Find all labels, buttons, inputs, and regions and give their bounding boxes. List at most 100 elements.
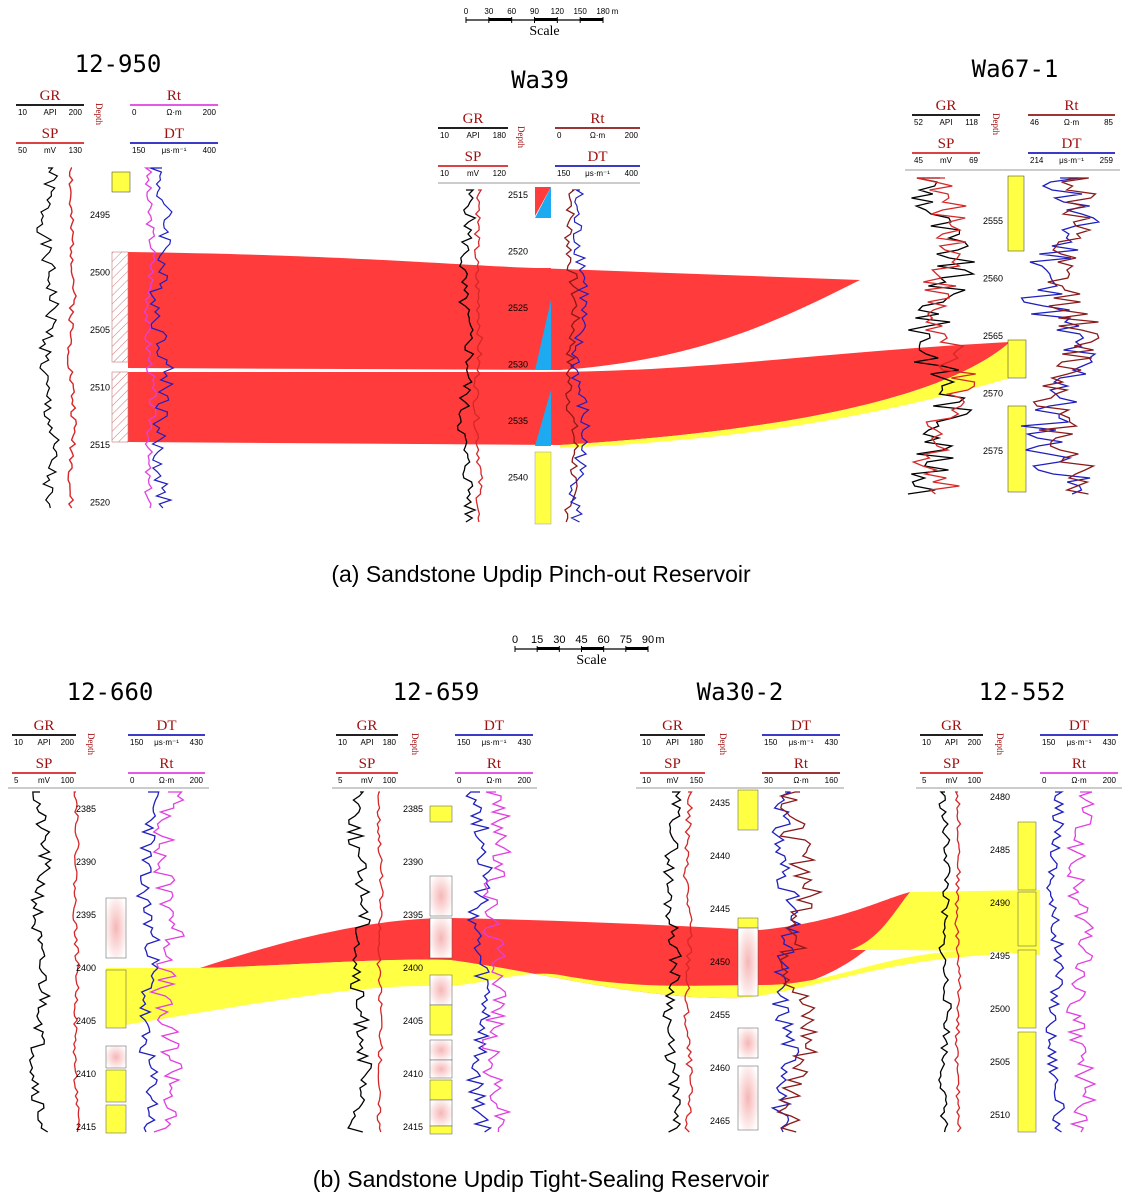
scale-unit: API [666, 738, 679, 747]
water-layer-box [1017, 821, 1037, 891]
curve-title: DT [791, 718, 811, 734]
water-layer-box [429, 805, 453, 823]
dry-triangle [535, 300, 551, 370]
scale-unit: API [945, 738, 958, 747]
scale-bar-segment [488, 18, 512, 21]
depth-tick: 2445 [710, 904, 730, 914]
depth-tick: 2440 [710, 851, 730, 861]
scale-min: 150 [557, 169, 571, 178]
water-layer-box [429, 1004, 453, 1036]
gr-curve [36, 167, 60, 509]
scale-max: 200 [1103, 776, 1117, 785]
curve-title: DT [1062, 136, 1082, 152]
well-name: Wa30-2 [697, 678, 784, 706]
depth-tick: 2515 [90, 440, 110, 450]
curve-title: GR [941, 718, 962, 734]
rt-curve [563, 189, 581, 523]
scale-tick-label: m [612, 7, 619, 16]
scale-max: 400 [203, 146, 217, 155]
scale-min: 45 [914, 156, 923, 165]
scale-unit: Ω·m [1071, 776, 1087, 785]
depth-tick: 2465 [710, 1116, 730, 1126]
tight-layer-box [429, 1059, 453, 1079]
well-name: 12-659 [393, 678, 480, 706]
curve-title: GR [936, 98, 957, 114]
depth-tick: 2500 [990, 1004, 1010, 1014]
scale-min: 0 [557, 131, 562, 140]
curve-title: GR [40, 88, 61, 104]
scale-max: 180 [690, 738, 704, 747]
scale-tick-label: 45 [575, 634, 587, 646]
curve-title: Rt [159, 756, 174, 772]
gr-curve [662, 791, 683, 1133]
curve-title: Rt [794, 756, 809, 772]
depth-tick: 2575 [983, 446, 1003, 456]
curve-title: SP [938, 136, 955, 152]
scale-min: 5 [14, 776, 19, 785]
scale-bar-segment [625, 647, 648, 650]
scale-min: 10 [18, 108, 27, 117]
curve-title: GR [662, 718, 683, 734]
curve-title: SP [36, 756, 53, 772]
water-layer-box [1017, 949, 1037, 1029]
scale-unit: Ω·m [1064, 118, 1080, 127]
scale-unit: μs·m⁻¹ [789, 738, 814, 747]
depth-tick: 2490 [990, 898, 1010, 908]
curve-title: GR [463, 111, 484, 127]
dt-curve [1020, 177, 1101, 495]
scale-min: 5 [922, 776, 927, 785]
scale-unit: mV [946, 776, 959, 785]
curve-title: SP [943, 756, 960, 772]
scale-unit: Ω·m [486, 776, 502, 785]
sp-curve [376, 791, 384, 1133]
scale-unit: μs·m⁻¹ [1059, 156, 1084, 165]
scale-max: 200 [518, 776, 532, 785]
depth-tick: 2395 [403, 910, 423, 920]
dt-curve [1045, 791, 1065, 1133]
scale-unit: API [38, 738, 51, 747]
sp-curve [66, 167, 78, 509]
scale-unit: mV [667, 776, 680, 785]
scale-tick-label: 90 [530, 7, 539, 16]
curve-title: DT [1069, 718, 1089, 734]
scale-label: Scale [576, 653, 606, 668]
depth-tick: 2565 [983, 331, 1003, 341]
scale-max: 200 [625, 131, 639, 140]
depth-tick: 2535 [508, 416, 528, 426]
depth-tick: 2390 [403, 857, 423, 867]
oil-layer-upper [200, 892, 910, 999]
scale-min: 0 [132, 108, 137, 117]
depth-tick: 2400 [76, 963, 96, 973]
scale-min: 150 [764, 738, 778, 747]
depth-tick: 2415 [76, 1122, 96, 1132]
rt-curve [481, 791, 513, 1133]
scale-max: 200 [61, 738, 75, 747]
depth-tick: 2480 [990, 792, 1010, 802]
curve-title: GR [34, 718, 55, 734]
water-layer-box [1007, 405, 1027, 493]
scale-unit: mV [361, 776, 374, 785]
sp-curve [911, 177, 976, 495]
depth-label: Depth [718, 733, 728, 755]
depth-tick: 2540 [508, 473, 528, 483]
scale-bar-segment [581, 647, 604, 650]
scale-max: 430 [825, 738, 839, 747]
oil-layer-lower [128, 342, 1010, 445]
scale-bar-segment [580, 18, 603, 21]
well-name: 12-950 [75, 50, 162, 78]
scale-tick-label: 120 [551, 7, 565, 16]
tight-layer-box [111, 251, 129, 363]
scale-min: 30 [764, 776, 773, 785]
scale-max: 160 [825, 776, 839, 785]
sp-curve [682, 791, 694, 1133]
curve-title: DT [484, 718, 504, 734]
depth-tick: 2510 [990, 1110, 1010, 1120]
gr-curve [345, 791, 373, 1133]
well-name: 12-660 [67, 678, 154, 706]
gr-curve [907, 177, 976, 495]
scale-unit: μs·m⁻¹ [1067, 738, 1092, 747]
water-layer-box [1007, 175, 1025, 252]
scale-min: 5 [338, 776, 343, 785]
scale-tick-label: 0 [464, 7, 469, 16]
